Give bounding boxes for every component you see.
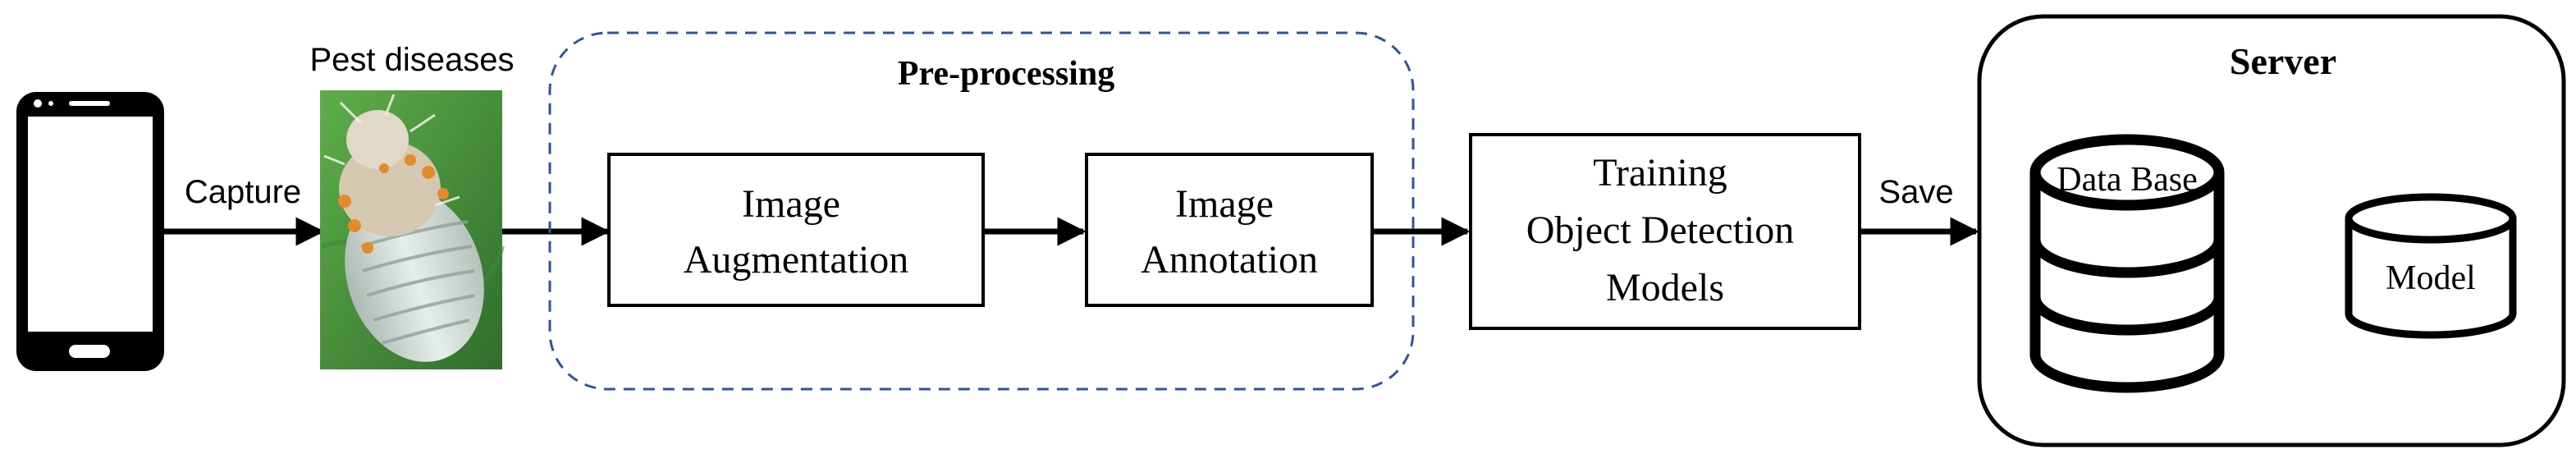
pest-diseases-label: Pest diseases: [309, 42, 514, 78]
pest-caterpillar-image: [320, 90, 505, 369]
preprocessing-group: [548, 31, 1415, 391]
model-cylinder-icon: [2345, 193, 2517, 339]
server-title: Server: [2230, 40, 2336, 82]
image-annotation-label: Image Annotation: [1141, 182, 1318, 282]
training-label: Training Object Detection Models: [1526, 151, 1805, 309]
capture-label: Capture: [185, 174, 301, 210]
image-augmentation-box: [607, 153, 985, 307]
training-box: [1469, 133, 1861, 330]
preprocessing-title: Pre-processing: [898, 55, 1114, 93]
model-label: Model: [2386, 259, 2476, 297]
database-label: Data Base: [2057, 161, 2197, 199]
smartphone-icon: [16, 92, 164, 371]
save-label: Save: [1878, 174, 1953, 210]
image-annotation-box: [1085, 153, 1374, 307]
image-augmentation-label: Image Augmentation: [684, 182, 909, 282]
database-cylinder-icon: [2029, 134, 2225, 393]
